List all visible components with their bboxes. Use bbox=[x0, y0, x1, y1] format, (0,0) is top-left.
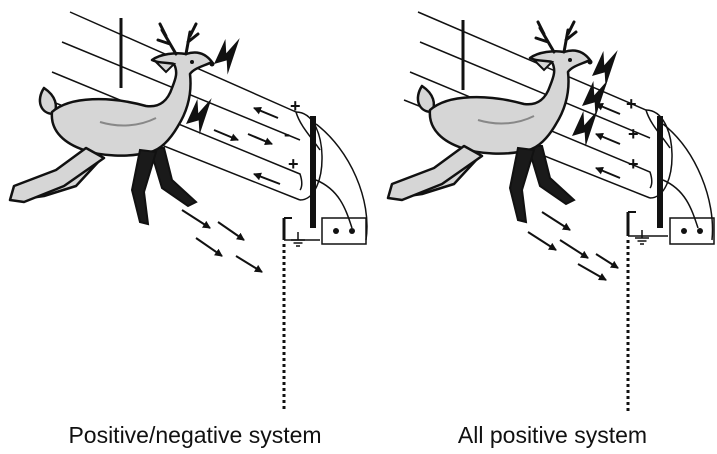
ground-rod bbox=[626, 211, 668, 412]
energizer-box-icon bbox=[315, 123, 368, 245]
panel-positive-negative: + - + bbox=[8, 11, 368, 412]
wire-charge-middle: + bbox=[628, 124, 639, 144]
ground-rod bbox=[282, 217, 320, 412]
wire-charge-top: + bbox=[626, 94, 637, 114]
caption-all-positive: All positive system bbox=[457, 422, 648, 448]
energizer-box-icon bbox=[662, 123, 715, 245]
deer-icon bbox=[386, 20, 594, 224]
caption-positive-negative: Positive/negative system bbox=[68, 422, 322, 448]
ground-symbol-icon bbox=[290, 231, 306, 247]
ground-symbol-icon bbox=[634, 229, 650, 245]
wire-charge-top: + bbox=[290, 96, 301, 116]
energizer-post bbox=[657, 116, 663, 228]
wire-charge-bottom: + bbox=[288, 154, 299, 174]
wire-charge-middle: - bbox=[284, 124, 290, 144]
panel-all-positive: + + + bbox=[386, 11, 715, 412]
current-arrow-icon bbox=[527, 103, 621, 281]
energizer-post bbox=[310, 116, 316, 228]
current-arrow-icon bbox=[181, 107, 281, 273]
deer-icon bbox=[8, 22, 216, 226]
wire-charge-bottom: + bbox=[628, 154, 639, 174]
